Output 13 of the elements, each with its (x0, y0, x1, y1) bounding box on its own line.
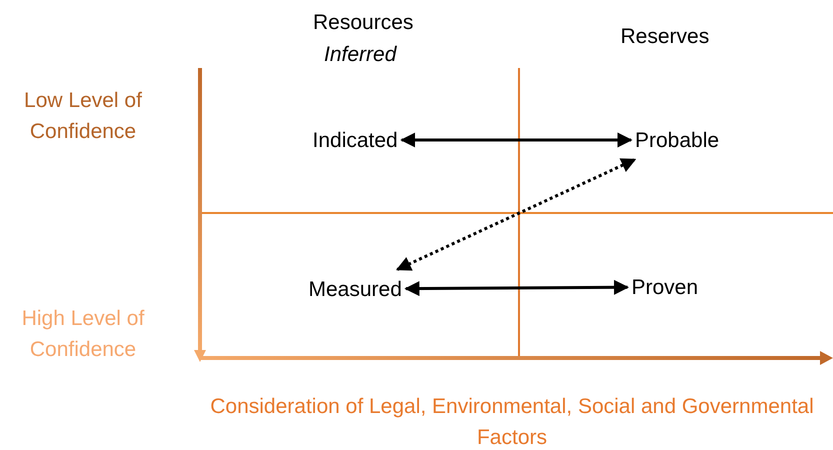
axis-title: Consideration of Legal, Environmental, Social and Governmental Factors (209, 394, 815, 450)
axis-label: Low Level of Confidence (23, 88, 143, 145)
node-label: Proven (632, 272, 698, 302)
axis-label: High Level of Confidence (20, 306, 146, 363)
node-label: Measured (308, 274, 402, 304)
node-label: Probable (635, 124, 720, 156)
arrow (404, 280, 629, 296)
arrow (400, 132, 632, 148)
column-heading: Reserves (620, 24, 710, 50)
node-label: Indicated (312, 124, 398, 156)
column-heading: Resources (313, 10, 414, 36)
column-heading: Inferred (324, 42, 396, 68)
arrow (396, 158, 636, 271)
